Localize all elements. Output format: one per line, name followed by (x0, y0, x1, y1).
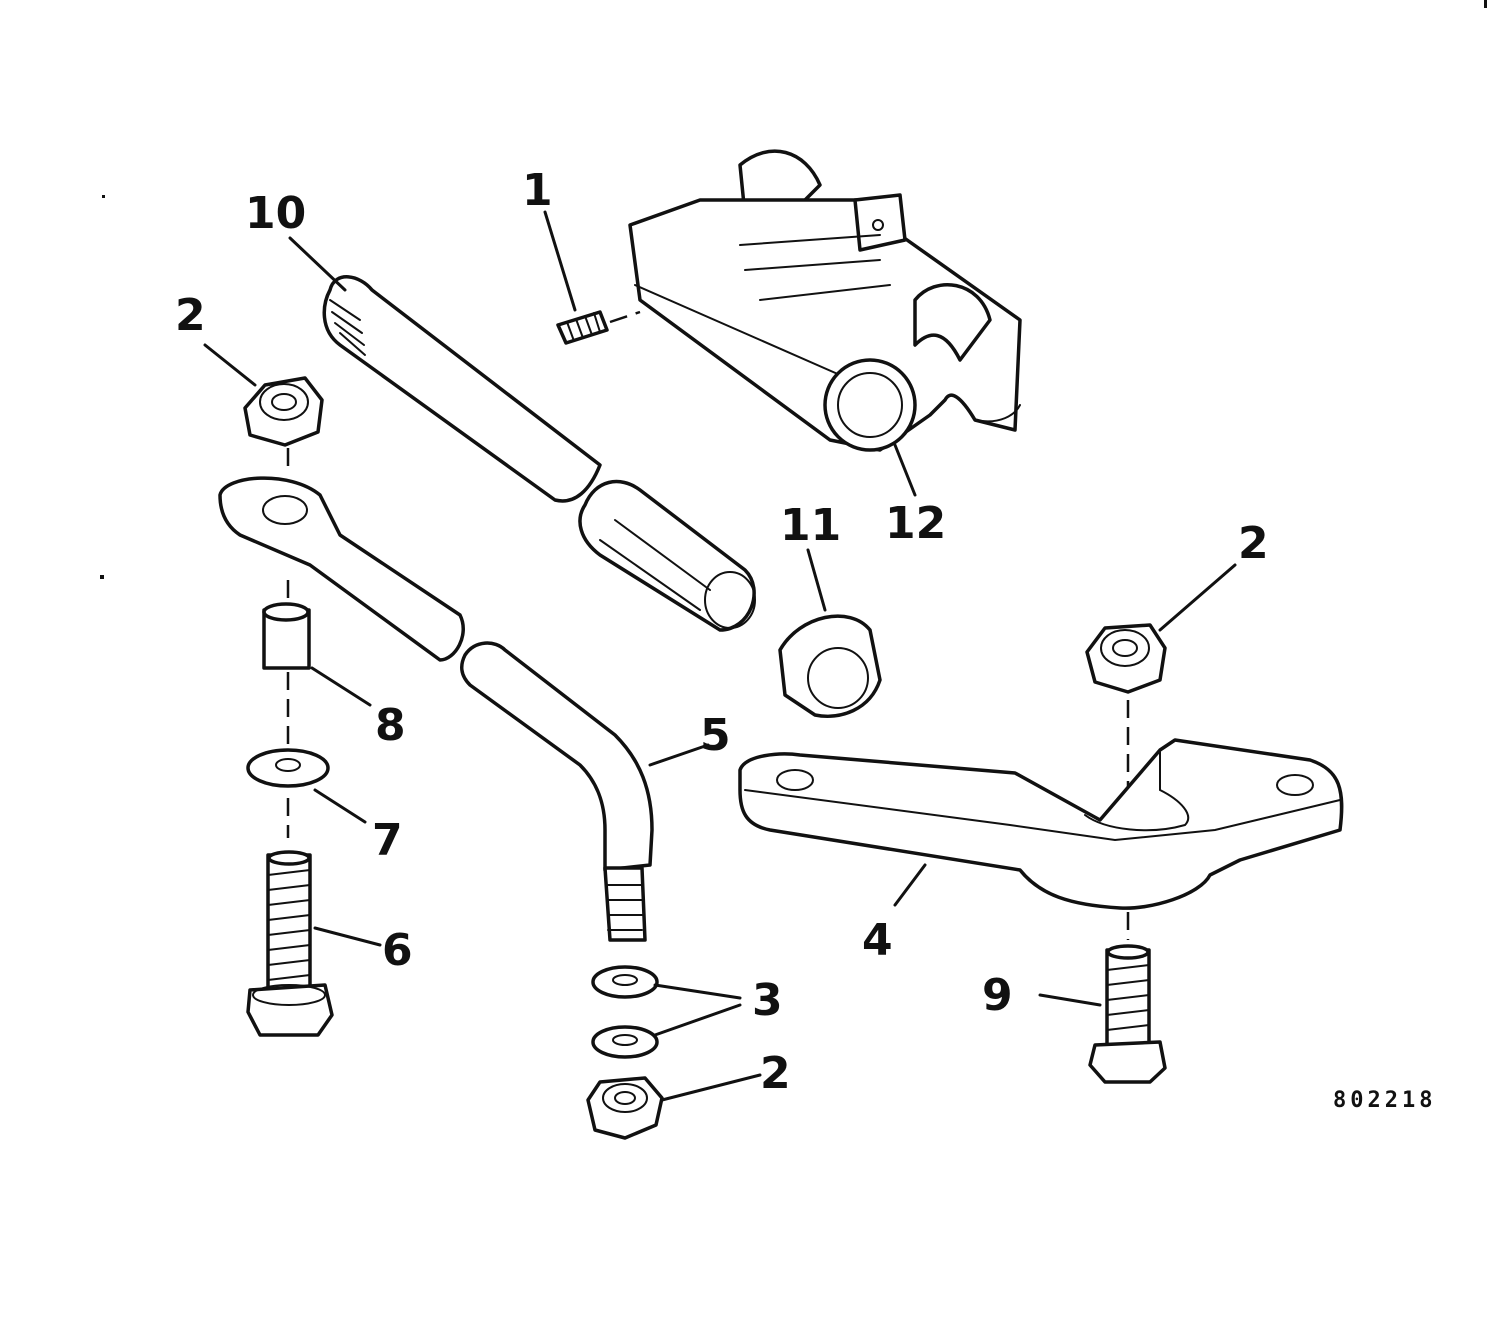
scan-speck (100, 575, 104, 579)
callout-10: 10 (245, 188, 306, 239)
part-2-nut-left (243, 376, 324, 470)
part-2-nut-right (1085, 623, 1167, 825)
part-8-spacer (262, 580, 311, 752)
callout-8: 8 (375, 700, 406, 751)
scan-speck (1484, 0, 1487, 8)
part-11-nut (778, 614, 882, 718)
callout-2-right: 2 (1238, 518, 1269, 569)
scan-speck (102, 195, 105, 198)
callout-7: 7 (372, 815, 403, 866)
part-5-link (218, 476, 654, 942)
callout-2-bottom: 2 (760, 1048, 791, 1099)
part-10-tube (322, 275, 756, 632)
leader-lines (203, 210, 1237, 1102)
callout-1: 1 (522, 165, 553, 216)
drawing-number: 802218 (1333, 1088, 1436, 1113)
callout-2-left: 2 (175, 290, 206, 341)
part-2-nut-bottom (586, 1076, 664, 1140)
callout-labels: 1 2 2 2 3 4 5 6 7 8 9 10 11 12 802218 (175, 165, 1436, 1113)
callout-12: 12 (885, 498, 946, 549)
part-7-washer (246, 748, 330, 838)
callout-3: 3 (752, 975, 783, 1026)
part-12-bracket (628, 149, 1022, 452)
part-4-arm (738, 738, 1344, 940)
part-1-set-screw (556, 310, 641, 345)
callout-6: 6 (382, 925, 413, 976)
part-3-washers (591, 965, 659, 1059)
part-9-bolt (1088, 944, 1167, 1084)
part-6-bolt (246, 850, 334, 1037)
callout-9: 9 (982, 970, 1013, 1021)
callout-5: 5 (700, 710, 731, 761)
callout-4: 4 (862, 915, 893, 966)
callout-11: 11 (780, 500, 841, 551)
